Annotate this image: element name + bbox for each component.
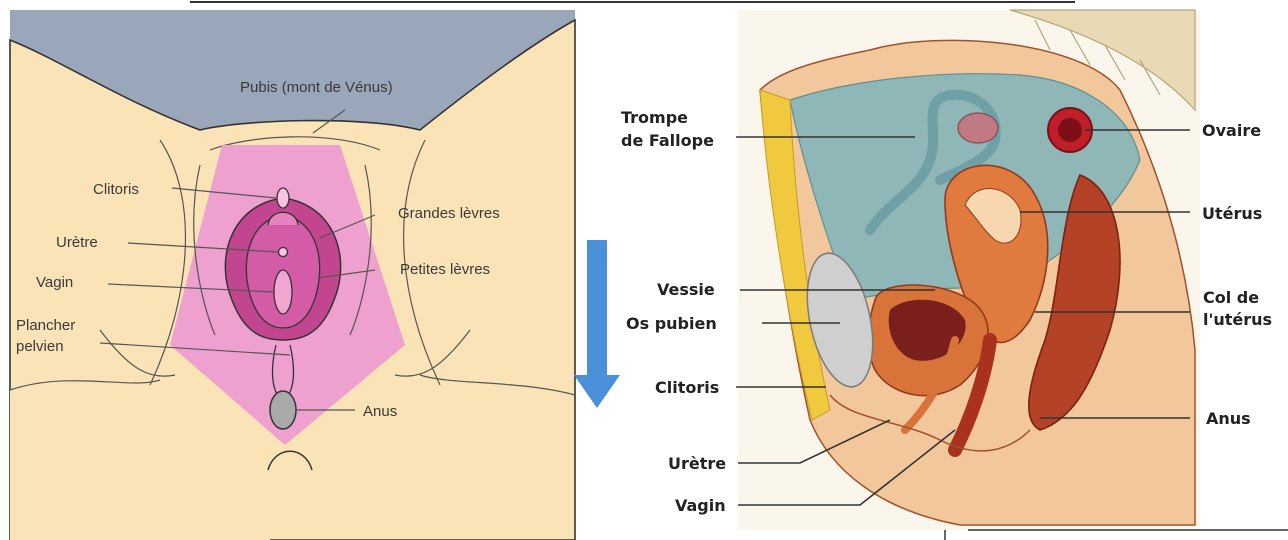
ovaire-label: Ovaire [1202, 121, 1261, 140]
urethra-opening [279, 248, 288, 257]
plancher-label-line1: Plancher [16, 317, 75, 334]
anus-label-left: Anus [363, 403, 397, 420]
trompe-label-line2: de Fallope [621, 131, 714, 150]
vessie-label: Vessie [657, 280, 715, 299]
anus-label-right: Anus [1206, 409, 1251, 428]
ovary-left [958, 113, 998, 143]
plancher-label-line2: pelvien [16, 338, 64, 355]
col-label-line1: Col de [1203, 288, 1259, 307]
grandes-levres-label: Grandes lèvres [398, 205, 500, 222]
clitoris-label-right: Clitoris [655, 378, 719, 397]
pubis-label: Pubis (mont de Vénus) [240, 79, 393, 96]
external-anatomy-panel: Pubis (mont de Vénus) Clitoris Grandes l… [10, 10, 575, 540]
col-label-line2: l'utérus [1203, 310, 1272, 329]
sagittal-anatomy-panel: Trompe de Fallope Ovaire Utérus Vessie C… [621, 10, 1272, 530]
vagin-label-right: Vagin [675, 496, 726, 515]
down-arrow-icon [574, 240, 620, 408]
os-pubien-label: Os pubien [626, 314, 717, 333]
uterus-label: Utérus [1202, 204, 1262, 223]
vaginal-opening [274, 270, 292, 314]
trompe-label-line1: Trompe [621, 108, 688, 127]
clitoris-shape [277, 188, 289, 208]
vagin-label-left: Vagin [36, 274, 73, 291]
petites-levres-label: Petites lèvres [400, 261, 490, 278]
uretre-label-left: Urètre [56, 234, 98, 251]
uretre-label-right: Urètre [668, 454, 726, 473]
anus-shape [270, 391, 296, 429]
clitoris-label-left: Clitoris [93, 181, 139, 198]
